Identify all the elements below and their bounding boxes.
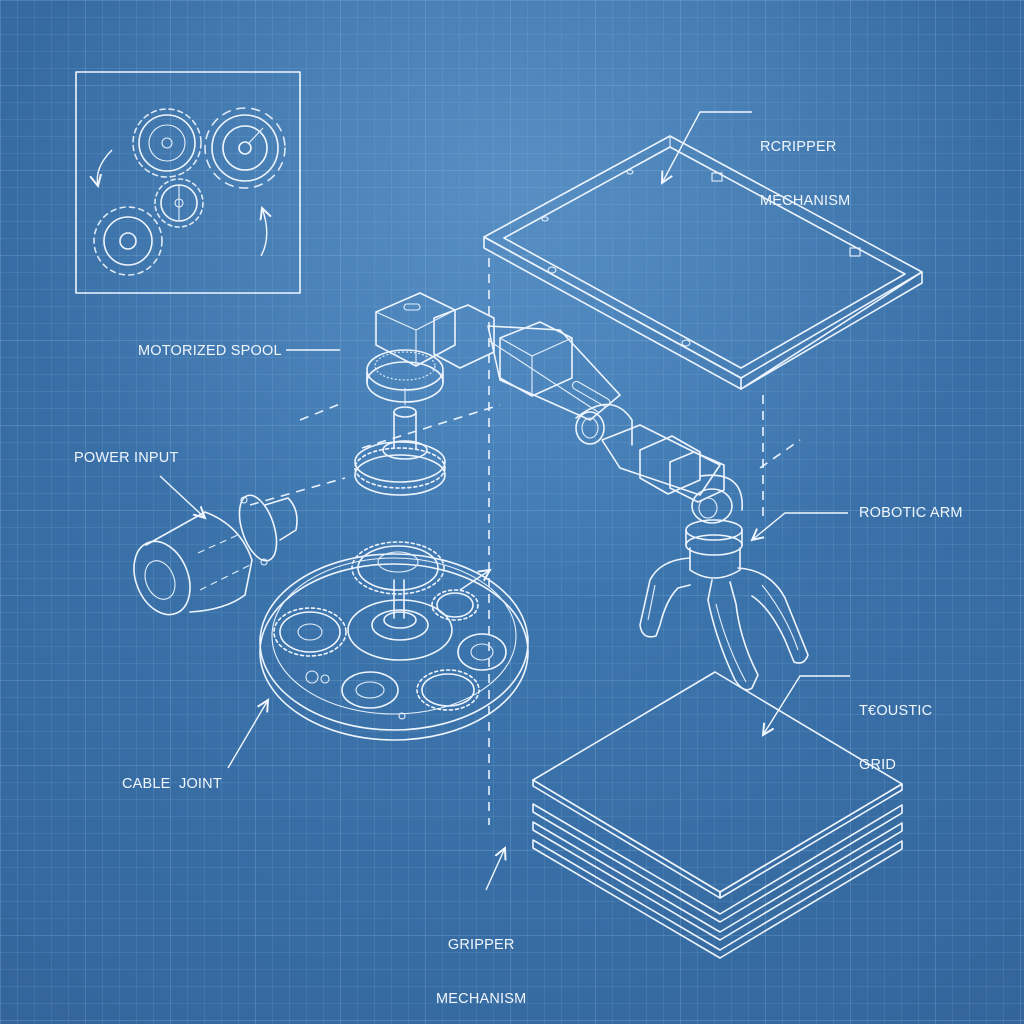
label-robotic-arm: ROBOTIC ARM <box>859 505 963 521</box>
acoustic-grid-stack-icon <box>532 671 903 959</box>
label-motorized-spool: MOTORIZED SPOOL <box>138 343 282 359</box>
planetary-gear-base-icon <box>259 541 529 741</box>
label-acoustic-line2: GRID <box>859 757 897 773</box>
label-rcripper-line1: RCRIPPER <box>760 139 837 155</box>
gear-train-inset-icon <box>75 71 301 294</box>
robotic-arm-icon <box>366 292 743 524</box>
gripper-claw-icon <box>639 519 809 691</box>
label-rcripper-mechanism: RCRIPPER MECHANISM <box>760 102 850 246</box>
leader-lines <box>159 111 850 891</box>
label-gripper-line2: MECHANISM <box>436 991 527 1007</box>
label-power-input: POWER INPUT <box>74 450 179 466</box>
tray-frame-icon <box>483 135 923 390</box>
label-acoustic-line1: T€OUSTIC <box>859 703 933 719</box>
construction-lines <box>249 258 801 825</box>
motor-cylinder-icon <box>133 494 298 616</box>
label-cable-joint: CABLE JOINT <box>122 776 222 792</box>
label-gripper-line1: GRIPPER <box>447 937 515 953</box>
label-gripper-mechanism: GRIPPER MECHANISM <box>436 900 526 1024</box>
label-rcripper-line2: MECHANISM <box>760 193 851 209</box>
spindle-gear-icon <box>354 388 446 496</box>
label-acoustic-grid: T€OUSTIC GRID <box>859 666 932 810</box>
